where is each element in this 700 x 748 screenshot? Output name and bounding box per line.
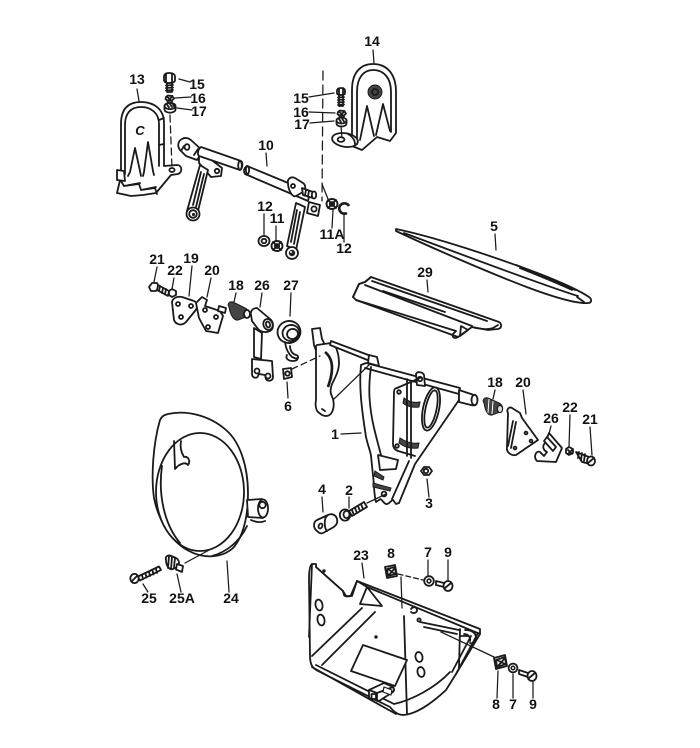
svg-text:6: 6	[284, 398, 292, 414]
svg-text:18: 18	[487, 374, 503, 390]
svg-text:16: 16	[190, 90, 206, 106]
svg-text:9: 9	[529, 696, 537, 712]
svg-text:8: 8	[387, 545, 395, 561]
svg-text:13: 13	[129, 71, 145, 87]
svg-text:15: 15	[189, 76, 205, 92]
svg-text:26: 26	[254, 277, 270, 293]
svg-text:27: 27	[283, 277, 299, 293]
svg-text:20: 20	[204, 262, 220, 278]
svg-text:7: 7	[509, 696, 517, 712]
svg-text:3: 3	[425, 495, 433, 511]
svg-text:8: 8	[492, 696, 500, 712]
svg-text:C: C	[135, 123, 145, 138]
svg-text:14: 14	[364, 33, 380, 49]
svg-text:21: 21	[582, 411, 598, 427]
svg-text:11A: 11A	[320, 226, 345, 242]
svg-text:22: 22	[562, 399, 578, 415]
svg-text:23: 23	[353, 547, 369, 563]
svg-text:9: 9	[444, 544, 452, 560]
svg-text:12: 12	[336, 240, 352, 256]
svg-text:1: 1	[331, 426, 339, 442]
svg-text:17: 17	[294, 116, 310, 132]
svg-text:17: 17	[191, 103, 207, 119]
svg-text:2: 2	[345, 482, 353, 498]
svg-text:18: 18	[228, 277, 244, 293]
svg-text:22: 22	[167, 262, 183, 278]
svg-text:12: 12	[257, 198, 273, 214]
svg-text:20: 20	[515, 374, 531, 390]
svg-text:7: 7	[424, 544, 432, 560]
svg-text:16: 16	[293, 104, 309, 120]
svg-text:10: 10	[258, 137, 274, 153]
svg-text:11: 11	[270, 210, 285, 226]
svg-text:15: 15	[293, 90, 309, 106]
svg-text:25A: 25A	[169, 590, 195, 606]
svg-text:24: 24	[223, 590, 239, 606]
svg-text:19: 19	[183, 250, 199, 266]
svg-text:25: 25	[141, 590, 157, 606]
svg-text:26: 26	[543, 410, 559, 426]
svg-text:29: 29	[417, 264, 433, 280]
svg-text:5: 5	[490, 218, 498, 234]
svg-text:4: 4	[318, 481, 326, 497]
svg-text:21: 21	[149, 251, 165, 267]
